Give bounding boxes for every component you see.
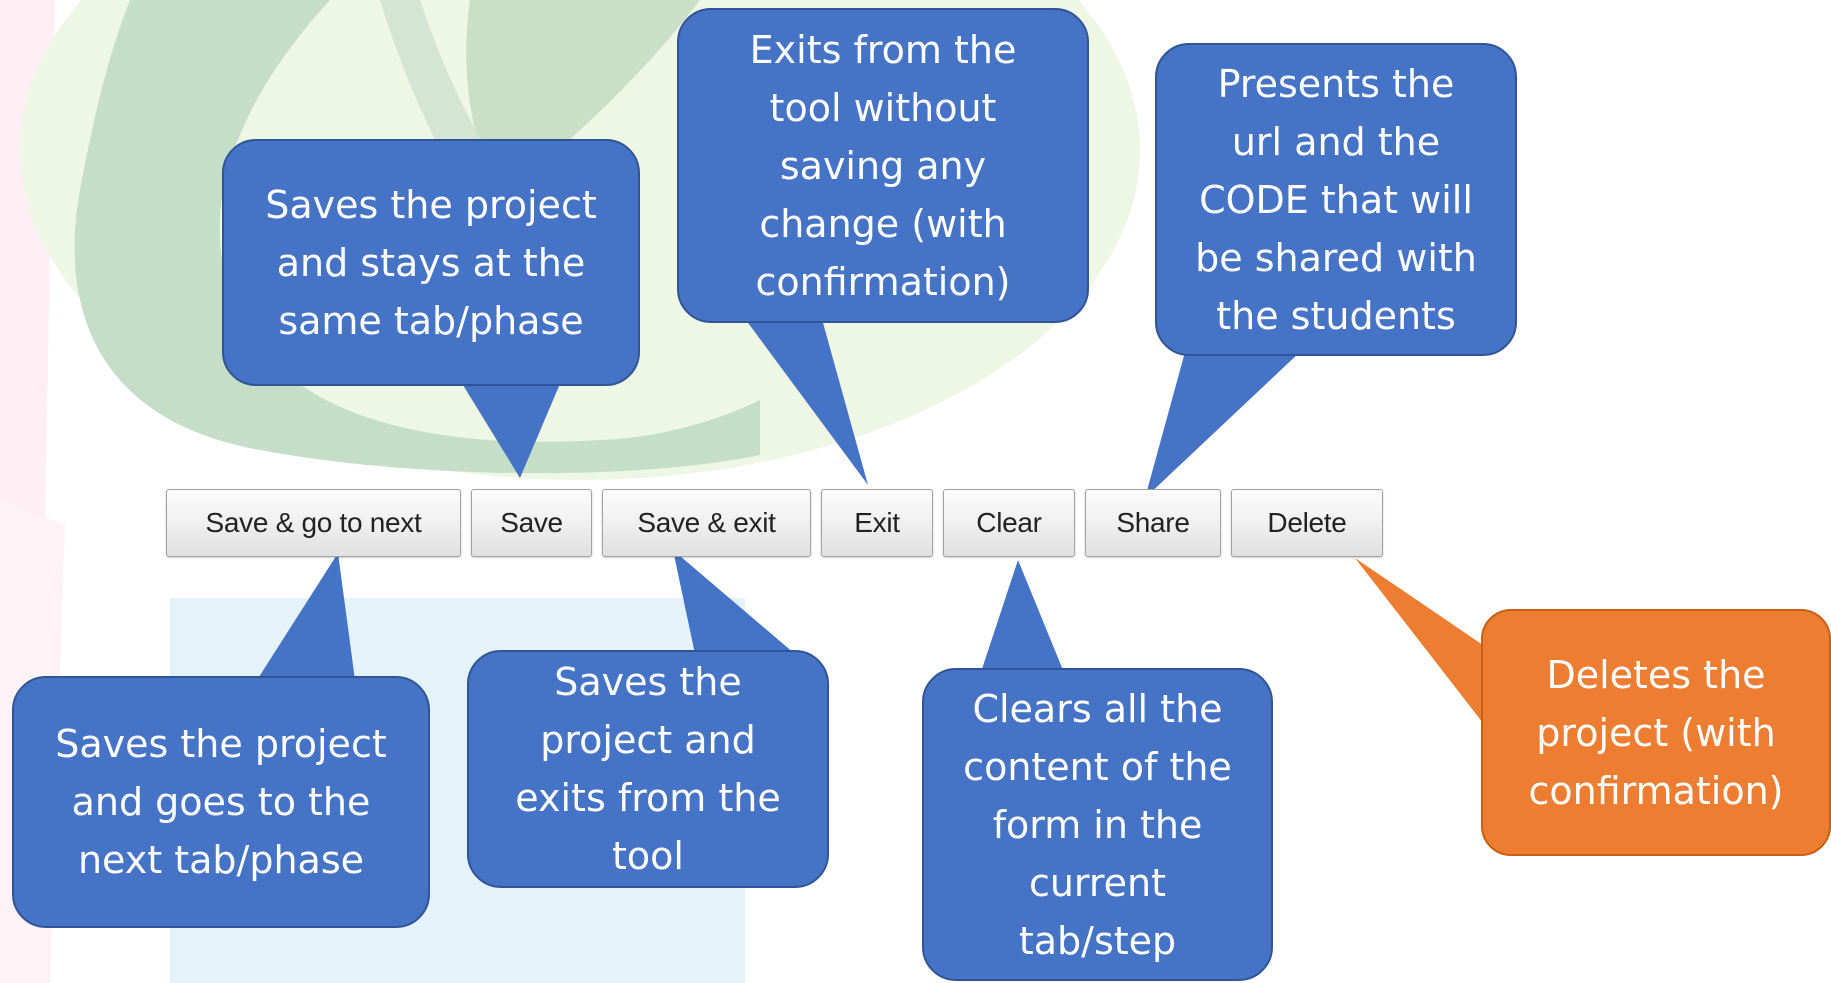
- share-button[interactable]: Share: [1085, 489, 1221, 557]
- callout-clear-text: Clears all the content of the form in th…: [963, 686, 1232, 963]
- delete-button[interactable]: Delete: [1231, 489, 1383, 557]
- callout-clear: Clears all the content of the form in th…: [922, 668, 1273, 981]
- callout-tail-save-next: [257, 553, 355, 680]
- save-button[interactable]: Save: [471, 489, 592, 557]
- callout-tail-save-exit: [673, 550, 795, 654]
- save-and-exit-button[interactable]: Save & exit: [602, 489, 811, 557]
- callout-tail-share: [1145, 352, 1300, 498]
- callout-share-text: Presents the url and the CODE that will …: [1195, 61, 1477, 338]
- callout-tail-delete: [1355, 558, 1505, 745]
- callout-delete: Deletes the project (with confirmation): [1481, 609, 1831, 856]
- callout-save-next: Saves the project and goes to the next t…: [12, 676, 430, 928]
- exit-button[interactable]: Exit: [821, 489, 933, 557]
- callout-save-exit-text: Saves the project and exits from the too…: [515, 660, 781, 878]
- callout-share: Presents the url and the CODE that will …: [1155, 43, 1517, 356]
- callout-save-text: Saves the project and stays at the same …: [265, 182, 597, 343]
- callout-delete-text: Deletes the project (with confirmation): [1528, 652, 1784, 813]
- callout-save: Saves the project and stays at the same …: [222, 139, 640, 386]
- clear-button[interactable]: Clear: [943, 489, 1075, 557]
- callout-exit: Exits from the tool without saving any c…: [677, 8, 1089, 323]
- callout-save-next-text: Saves the project and goes to the next t…: [55, 722, 387, 882]
- save-and-go-next-button[interactable]: Save & go to next: [166, 489, 461, 557]
- callout-save-exit: Saves the project and exits from the too…: [467, 650, 829, 888]
- callout-tail-clear: [980, 560, 1065, 675]
- callout-tail-exit: [740, 312, 868, 485]
- callout-exit-text: Exits from the tool without saving any c…: [749, 27, 1017, 304]
- callout-tail-save: [455, 372, 565, 478]
